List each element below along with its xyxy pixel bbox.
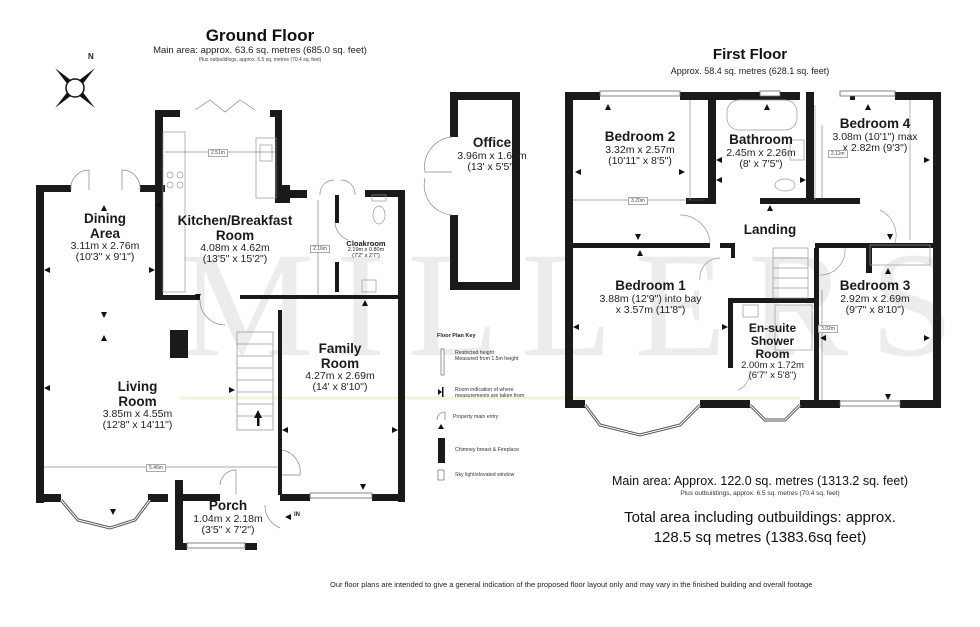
room-name: Bedroom 1: [615, 278, 686, 293]
first-floor-area: Approx. 58.4 sq. metres (628.1 sq. feet): [670, 66, 830, 76]
chimney-breast: [170, 330, 188, 358]
room-dim-imperial: (10'11" x 8'5"): [608, 154, 672, 167]
room-dim-metric: 3.88m (12'9") into bay: [599, 292, 702, 305]
room-dim-imperial: (14' x 8'10"): [312, 381, 368, 394]
first-floor-title: First Floor: [712, 46, 788, 63]
room-dim-imperial: (12'8" x 14'11"): [102, 419, 173, 432]
room-living-room: Living Room 3.85m x 4.55m (12'8" x 14'11…: [80, 379, 195, 432]
main-entry-label: IN: [294, 512, 300, 518]
room-porch: Porch 1.04m x 2.18m (3'5" x 7'2"): [183, 498, 273, 536]
room-dim-metric: 2.19m x 0.80m: [347, 247, 385, 254]
room-dim-imperial: (8' x 7'5"): [739, 157, 783, 170]
measure-label: 2.11m: [828, 150, 848, 158]
room-bathroom: Bathroom 2.45m x 2.26m (8' x 7'5"): [716, 132, 806, 170]
key-item-skylight: Sky light/elevated window: [455, 472, 550, 478]
room-name-line2: Room: [118, 393, 157, 409]
room-name: Bedroom 2: [604, 129, 676, 144]
room-dim-imperial: x 3.57m (11'8"): [615, 303, 686, 316]
room-dim-metric: 3.32m x 2.57m: [605, 143, 675, 156]
ground-floor-title: Ground Floor: [205, 26, 315, 45]
room-name: Kitchen/Breakfast: [177, 213, 293, 228]
room-dim-metric: 2.00m x 1.72m: [741, 359, 804, 371]
measure-label: 2.51m: [208, 149, 228, 157]
disclaimer: Our floor plans are intended to give a g…: [330, 580, 813, 589]
room-name: Dining: [84, 211, 126, 226]
total-outbuildings: Plus outbuildings, approx. 6.5 sq. metre…: [680, 490, 840, 497]
room-name: Family: [318, 341, 362, 356]
room-dim-imperial: (3'5" x 7'2"): [201, 523, 255, 536]
room-bedroom-3: Bedroom 3 2.92m x 2.69m (9'7" x 8'10"): [820, 278, 930, 316]
room-name: Bedroom 3: [839, 278, 911, 293]
room-bedroom-4: Bedroom 4 3.08m (10'1") max x 2.82m (9'3…: [820, 116, 930, 154]
room-office: Office 3.96m x 1.65m (13' x 5'5"): [452, 135, 532, 173]
room-dim-metric: 4.27m x 2.69m: [305, 370, 375, 383]
room-dim-imperial: (7'2" x 2'7"): [352, 253, 380, 260]
key-label: Sky light/elevated window: [455, 472, 515, 478]
room-cloakroom: Cloakroom 2.19m x 0.80m (7'2" x 2'7"): [336, 239, 396, 260]
key-title: Floor Plan Key: [437, 333, 476, 339]
floor-plan-key: Floor Plan Key: [437, 333, 547, 339]
measure-label: 3.02m: [818, 325, 838, 333]
key-label: Restricted height: [455, 350, 494, 356]
key-item-measurement-point: Room indication of where measurements ar…: [455, 387, 550, 399]
room-name-line2: Area: [89, 225, 121, 241]
compass-icon: [55, 68, 95, 108]
room-kitchen-breakfast: Kitchen/Breakfast Room 4.08m x 4.62m (13…: [165, 213, 305, 266]
measure-label: 3.20m: [628, 197, 648, 205]
room-ensuite-shower: En-suite Shower Room 2.00m x 1.72m (6'7"…: [730, 322, 815, 381]
room-dim-metric: 4.08m x 4.62m: [200, 242, 270, 255]
compass-north-label: N: [88, 52, 94, 61]
room-name: Porch: [208, 498, 248, 513]
room-landing: Landing: [735, 222, 805, 238]
room-dining-area: Dining Area 3.11m x 2.76m (10'3" x 9'1"): [55, 211, 155, 264]
room-name: Cloakroom: [346, 239, 386, 248]
room-dim-metric: 2.45m x 2.26m: [726, 146, 796, 159]
room-bedroom-1: Bedroom 1 3.88m (12'9") into bay x 3.57m…: [588, 278, 713, 316]
room-name-line3: Room: [755, 346, 790, 361]
room-dim-imperial: (13' x 5'5"): [467, 160, 517, 173]
ground-floor-area: Main area: approx. 63.6 sq. metres (685.…: [153, 45, 367, 56]
room-name-line2: Shower: [750, 333, 795, 348]
measure-label: 2.16m: [310, 245, 330, 253]
key-label: Room indication of where: [455, 387, 514, 393]
room-family-room: Family Room 4.27m x 2.69m (14' x 8'10"): [285, 341, 395, 394]
room-name: Bathroom: [729, 132, 793, 147]
room-dim-metric: 3.08m (10'1") max: [832, 130, 918, 143]
key-item-main-entry: Property main entry: [453, 414, 548, 420]
key-label-line2: measurements are taken from: [455, 393, 525, 399]
room-name: Office: [472, 135, 512, 150]
room-dim-imperial: (13'5" x 15'2"): [202, 253, 268, 266]
room-name: Landing: [743, 222, 797, 237]
room-name-line2: Room: [215, 227, 255, 243]
key-item-restricted-height: Restricted height Measured from 1.5m hei…: [455, 350, 550, 362]
key-label-line2: Measured from 1.5m height: [455, 356, 519, 362]
key-item-chimney: Chimney breast & Fireplace: [455, 447, 550, 453]
ground-floor-outbuildings: Plus outbuildings, approx. 6.5 sq. metre…: [198, 57, 322, 63]
total-area-line1: Total area including outbuildings: appro…: [624, 509, 896, 526]
room-bedroom-2: Bedroom 2 3.32m x 2.57m (10'11" x 8'5"): [585, 129, 695, 167]
room-name: Bedroom 4: [839, 116, 911, 131]
room-dim-metric: 3.11m x 2.76m: [70, 240, 140, 253]
room-dim-imperial: (6'7" x 5'8"): [748, 370, 797, 382]
total-area: Total area including outbuildings: appro…: [590, 508, 930, 547]
room-dim-metric: 2.92m x 2.69m: [840, 292, 910, 305]
room-dim-metric: 1.04m x 2.18m: [193, 512, 263, 525]
key-label: Property main entry: [453, 414, 499, 420]
room-name: En-suite: [748, 321, 797, 335]
room-dim-metric: 3.85m x 4.55m: [102, 408, 173, 421]
key-label: Chimney breast & Fireplace: [455, 447, 520, 453]
room-dim-imperial: (10'3" x 9'1"): [75, 251, 135, 264]
total-area-line2: 128.5 sq metres (1383.6sq feet): [653, 528, 867, 546]
measure-label: 5.46m: [146, 464, 166, 472]
total-main-area: Main area: Approx. 122.0 sq. metres (131…: [612, 474, 908, 488]
room-dim-metric: 3.96m x 1.65m: [457, 149, 527, 162]
room-dim-imperial: x 2.82m (9'3"): [842, 141, 908, 154]
room-name-line2: Room: [320, 355, 360, 371]
room-name: Living: [117, 379, 158, 394]
room-dim-imperial: (9'7" x 8'10"): [845, 303, 905, 316]
